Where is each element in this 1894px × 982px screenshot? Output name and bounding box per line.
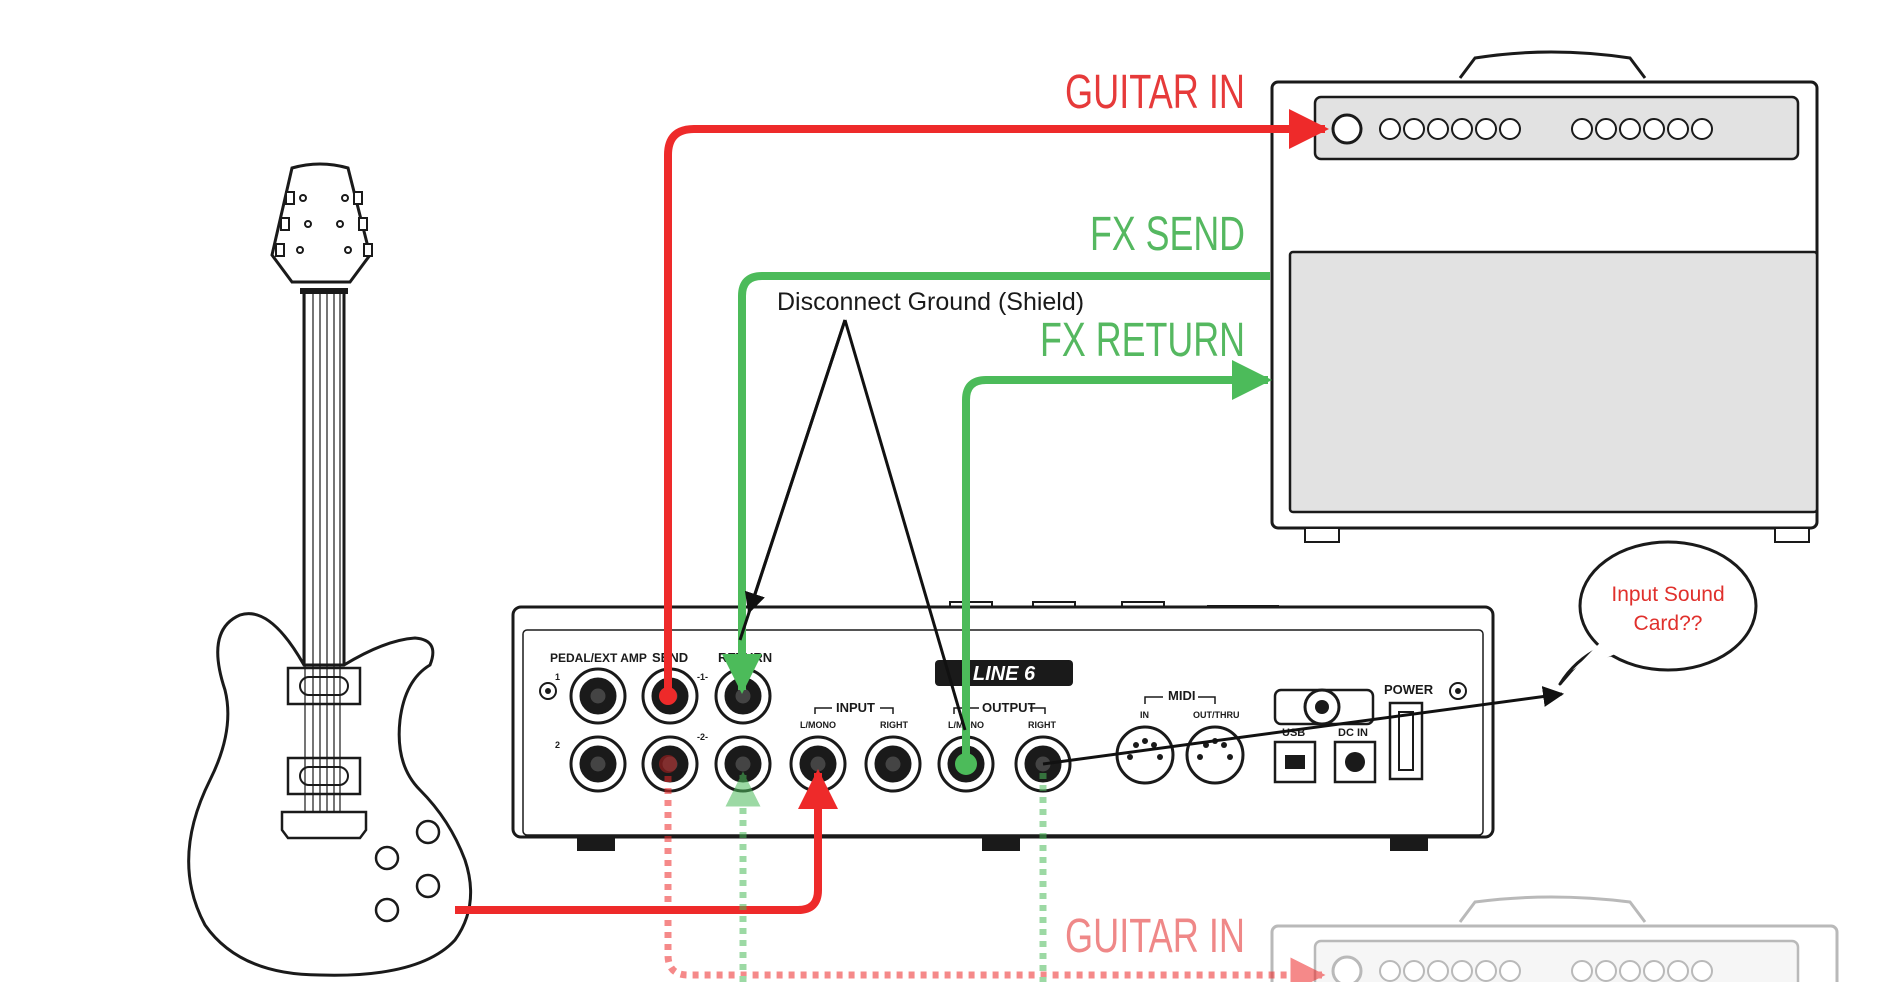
amp-handle — [1458, 50, 1647, 79]
cable-output-to-amp-fx-return — [962, 360, 1272, 764]
label-guitar-in-top: GUITAR IN — [1065, 66, 1245, 119]
annotation-arrows — [738, 319, 967, 731]
speech-bubble: Input Sound Card?? — [1558, 540, 1758, 686]
label-input: INPUT — [836, 700, 875, 715]
label-power: POWER — [1384, 682, 1434, 697]
label-midi: MIDI — [1168, 688, 1195, 703]
amp-input-jack — [1331, 113, 1363, 145]
amp-foot-right — [1774, 527, 1810, 543]
amplifier-faded — [1270, 895, 1839, 982]
amp-foot-left — [1304, 527, 1340, 543]
cable-guitar-to-input — [455, 769, 838, 914]
guitar-knobs — [374, 819, 441, 923]
device-foot-3 — [1390, 837, 1428, 851]
bubble-text-line2: Card?? — [1634, 612, 1703, 635]
cable-send-to-amp-input — [664, 109, 1329, 696]
cable-amp-fx-send-to-return — [722, 272, 1270, 694]
label-input-l-mono: L/MONO — [800, 720, 836, 730]
label-input-right: RIGHT — [880, 720, 909, 730]
cable-send-2-to-faded-amp — [664, 764, 1326, 982]
label-loop-1: -1- — [697, 672, 708, 682]
guitar-tailpiece — [280, 810, 368, 840]
label-dc-in: DC IN — [1338, 727, 1368, 739]
guitar-strings — [304, 290, 341, 830]
label-num-1: 1 — [555, 672, 560, 682]
amp-knobs-left — [1379, 118, 1521, 140]
label-output: OUTPUT — [982, 700, 1036, 715]
label-output-right: RIGHT — [1028, 720, 1057, 730]
jack-input-right — [864, 735, 922, 793]
line6-logo: LINE 6 — [935, 660, 1073, 686]
device-rear-panel — [522, 629, 1484, 836]
jack-return-2 — [714, 735, 772, 793]
label-guitar-in-bottom: GUITAR IN — [1065, 910, 1245, 963]
guitar-neck — [302, 288, 346, 672]
midi-in-port — [1115, 725, 1175, 785]
label-loop-2: -2- — [697, 732, 708, 742]
annotation-disconnect-ground: Disconnect Ground (Shield) — [777, 288, 1084, 316]
label-num-2: 2 — [555, 740, 560, 750]
bubble-text-line1: Input Sound — [1611, 583, 1724, 606]
guitar-pickup-neck — [286, 666, 362, 706]
electric-guitar — [187, 162, 473, 977]
annotation-arrow-to-soundcard — [1042, 686, 1565, 766]
effects-processor: PEDAL/EXT AMP SEND RETURN 1 2 -1- -2- IN… — [511, 601, 1495, 851]
jack-pedal-ext-amp-1 — [569, 667, 627, 725]
label-fx-send: FX SEND — [1090, 208, 1245, 261]
label-midi-out-thru: OUT/THRU — [1193, 710, 1240, 720]
amp-speaker-grille — [1288, 250, 1819, 514]
device-foot-1 — [577, 837, 615, 851]
jack-pedal-ext-amp-2 — [569, 735, 627, 793]
label-midi-in: IN — [1140, 710, 1149, 720]
midi-out-thru-port — [1185, 725, 1245, 785]
label-fx-return: FX RETURN — [1040, 314, 1245, 367]
logo-text: LINE 6 — [973, 663, 1036, 685]
amp-knobs-right — [1571, 118, 1713, 140]
label-pedal-ext-amp: PEDAL/EXT AMP — [550, 651, 647, 665]
device-foot-2 — [982, 837, 1020, 851]
guitar-pickup-bridge — [286, 756, 362, 796]
amplifier — [1270, 50, 1819, 543]
guitar-tuners — [275, 191, 373, 257]
